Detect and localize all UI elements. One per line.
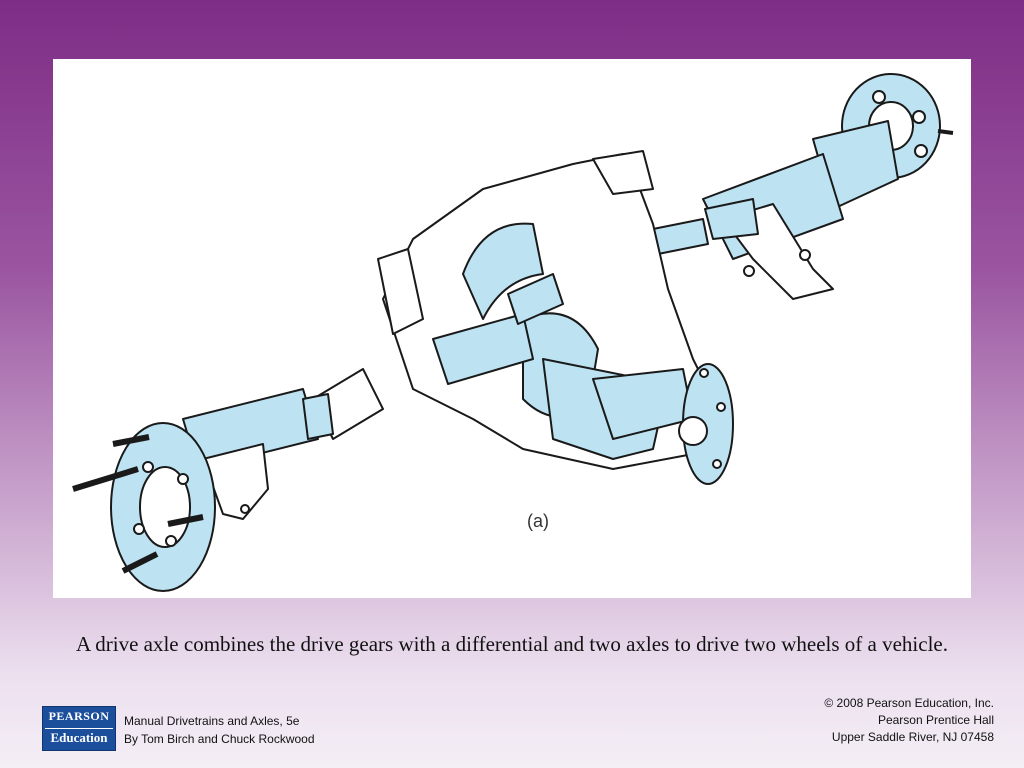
book-title: Manual Drivetrains and Axles, 5e (124, 714, 300, 728)
copyright-notice: © 2008 Pearson Education, Inc. (824, 696, 994, 710)
figure-label: (a) (527, 511, 549, 531)
footer-book-info: Manual Drivetrains and Axles, 5e By Tom … (124, 712, 315, 748)
pinion-flange (592, 363, 734, 485)
drive-axle-illustration (72, 73, 954, 592)
figure-panel: (a) (53, 59, 971, 598)
logo-divider (45, 728, 113, 729)
book-authors: By Tom Birch and Chuck Rockwood (124, 732, 315, 746)
left-wheel-hub (72, 422, 216, 592)
right-axle-tube (702, 120, 899, 300)
logo-top-text: PEARSON (48, 709, 110, 723)
publisher-name: Pearson Prentice Hall (877, 713, 994, 727)
slide-caption: A drive axle combines the drive gears wi… (76, 632, 948, 656)
publisher-location: Upper Saddle River, NJ 07458 (831, 730, 994, 744)
footer-publisher-info: © 2008 Pearson Education, Inc. Pearson P… (824, 695, 994, 746)
logo-bottom-text: Education (50, 730, 108, 745)
pearson-logo: PEARSON Education (42, 706, 116, 751)
